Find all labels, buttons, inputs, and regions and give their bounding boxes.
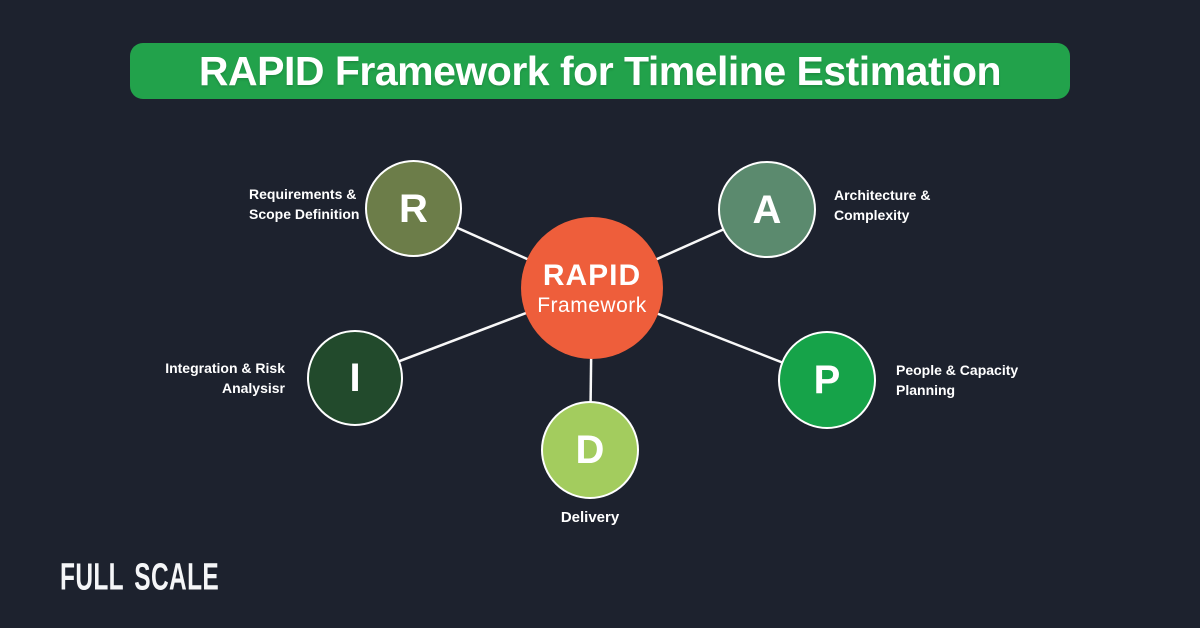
node-letter-i: I (349, 356, 361, 400)
node-integration: I (307, 330, 403, 426)
node-letter-r: R (399, 186, 428, 231)
page-title: RAPID Framework for Timeline Estimation (198, 47, 1002, 94)
node-label-people-line2: Planning (896, 382, 956, 398)
full-scale-logo: FULL SCALE (60, 556, 220, 599)
node-label-architecture: Architecture & Complexity (834, 185, 930, 225)
node-people: P (778, 331, 876, 429)
node-letter-p: P (813, 358, 841, 402)
node-label-integration-line1: Integration & Risk (165, 360, 285, 376)
node-label-architecture-line1: Architecture & (834, 187, 931, 203)
node-label-people: People & Capacity Planning (896, 360, 1018, 400)
title-banner: RAPID Framework for Timeline Estimation (130, 43, 1070, 99)
node-label-delivery: Delivery (560, 509, 620, 526)
node-label-people-line1: People & Capacity (896, 362, 1019, 378)
node-architecture: A (718, 161, 816, 258)
node-label-integration-line2: Analysisr (221, 380, 285, 396)
node-label-integration: Integration & Risk Analysisr (165, 358, 285, 398)
node-letter-a: A (752, 187, 782, 232)
center-node-subtitle: Framework (537, 293, 647, 317)
node-label-architecture-line2: Complexity (834, 207, 910, 223)
center-node-rapid: RAPID Framework (521, 217, 663, 359)
center-node-title: RAPID (542, 258, 642, 292)
node-requirements: R (365, 160, 462, 257)
node-label-requirements-line2: Scope Definition (249, 206, 360, 222)
node-label-requirements: Requirements & Scope Definition (249, 184, 359, 224)
node-letter-d: D (575, 428, 605, 472)
node-label-requirements-line1: Requirements & (249, 186, 357, 202)
node-delivery: D (541, 401, 639, 499)
